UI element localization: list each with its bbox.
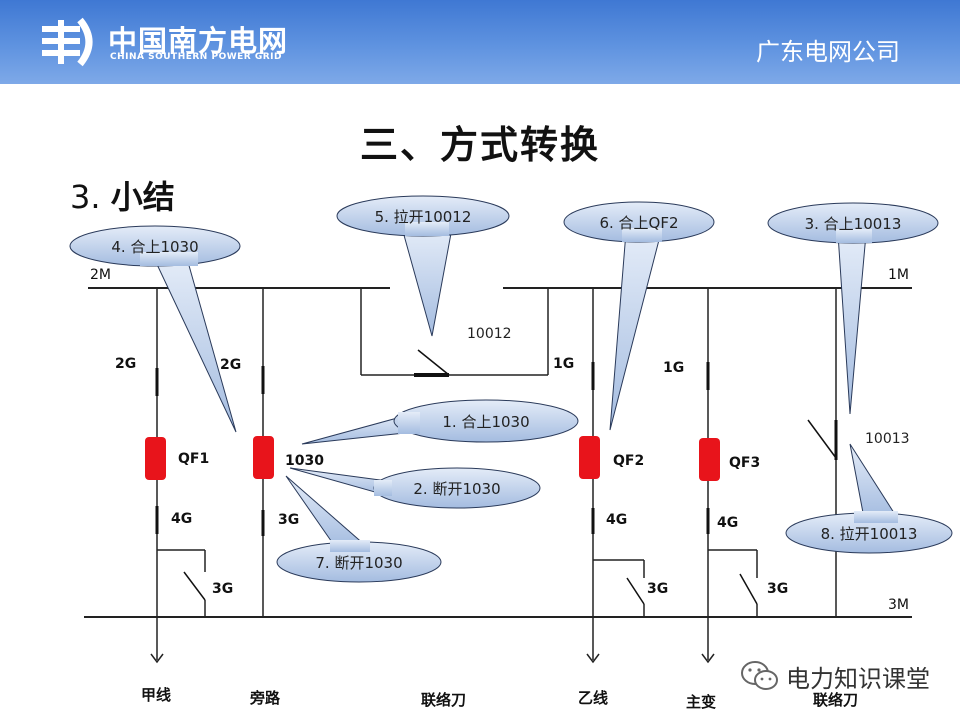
- tie-10012: [360, 288, 549, 376]
- callout-1: 1. 合上1030: [301, 399, 579, 445]
- feeder-label-yi: 乙线: [578, 689, 608, 707]
- header-banner: 中国南方电网 CHINA SOUTHERN POWER GRID 广东电网公司: [0, 0, 960, 84]
- callout-2: 2. 断开1030: [289, 467, 541, 509]
- csg-logo: 中国南方电网 CHINA SOUTHERN POWER GRID: [40, 16, 290, 68]
- breaker-qf1: [145, 437, 166, 480]
- label-f4-4g: 4G: [717, 515, 738, 531]
- feeder-label-tie2: 联络刀: [813, 691, 858, 709]
- feeder-label-pang: 旁路: [249, 689, 281, 707]
- callout-1-text: 1. 合上1030: [442, 413, 529, 431]
- bus-label-2m: 2M: [90, 267, 111, 283]
- callout-8: 8. 拉开10013: [785, 443, 953, 554]
- breaker-qf2: [579, 436, 600, 479]
- breaker-1030: [253, 436, 274, 479]
- label-f4-3g: 3G: [767, 581, 788, 597]
- label-tie-1g: 1G: [553, 356, 574, 372]
- label-f1-3g: 3G: [212, 581, 233, 597]
- callout-5-text: 5. 拉开10012: [375, 208, 472, 226]
- logo-english-name: CHINA SOUTHERN POWER GRID: [110, 52, 282, 62]
- callout-8-text: 8. 拉开10013: [821, 525, 918, 543]
- label-10013: 10013: [865, 431, 910, 447]
- arrow-jia: [150, 653, 164, 664]
- label-f4-1g: 1G: [663, 360, 684, 376]
- wechat-icon: [741, 661, 778, 690]
- switch-jia-3g: [183, 571, 206, 601]
- arrow-yi: [586, 653, 600, 664]
- label-f3-3g: 3G: [647, 581, 668, 597]
- label-f2-3g: 3G: [278, 512, 299, 528]
- callout-3: 3. 合上10013: [767, 202, 939, 415]
- label-qf3: QF3: [729, 455, 760, 471]
- slide-title: 三、方式转换: [359, 123, 600, 167]
- label-qf1: QF1: [178, 451, 209, 467]
- label-qf2: QF2: [613, 453, 644, 469]
- label-1030: 1030: [285, 453, 324, 469]
- label-f1-2g: 2G: [115, 356, 136, 372]
- callout-4: 4. 合上1030: [69, 225, 241, 433]
- csg-logo-icon: [42, 17, 93, 67]
- label-f1-4g: 4G: [171, 511, 192, 527]
- bus-label-3m: 3M: [888, 597, 909, 613]
- callout-2-text: 2. 断开1030: [413, 480, 500, 498]
- callout-6-text: 6. 合上QF2: [599, 214, 678, 232]
- callout-7-text: 7. 断开1030: [315, 554, 402, 572]
- section-text: 小结: [110, 178, 175, 216]
- bus-label-1m: 1M: [888, 267, 909, 283]
- section-number: 3.: [70, 178, 101, 216]
- company-name: 广东电网公司: [756, 38, 900, 66]
- callout-6: 6. 合上QF2: [563, 201, 715, 431]
- breaker-qf3: [699, 438, 720, 481]
- watermark: 电力知识课堂: [740, 656, 930, 696]
- arrow-zhubian: [701, 653, 715, 664]
- callout-7: 7. 断开1030: [276, 475, 442, 583]
- switch-10012-arm: [417, 349, 450, 376]
- logo-chinese-name: 中国南方电网: [108, 24, 289, 58]
- callout-3-text: 3. 合上10013: [805, 215, 902, 233]
- feeder-label-tie1: 联络刀: [421, 691, 466, 709]
- feeder-label-jia: 甲线: [141, 686, 171, 704]
- label-f2-2g: 2G: [220, 357, 241, 373]
- callout-5: 5. 拉开10012: [336, 195, 510, 337]
- switch-10013-arm: [807, 419, 837, 459]
- switch-yi-3g: [626, 577, 645, 605]
- callout-4-text: 4. 合上1030: [111, 238, 198, 256]
- feeder-label-zhubian: 主变: [686, 693, 716, 711]
- label-10012: 10012: [467, 326, 512, 342]
- watermark-text: 电力知识课堂: [786, 664, 930, 693]
- label-f3-4g: 4G: [606, 512, 627, 528]
- switch-zhubian-3g: [739, 573, 758, 605]
- section-heading: 3. 小结: [70, 172, 175, 218]
